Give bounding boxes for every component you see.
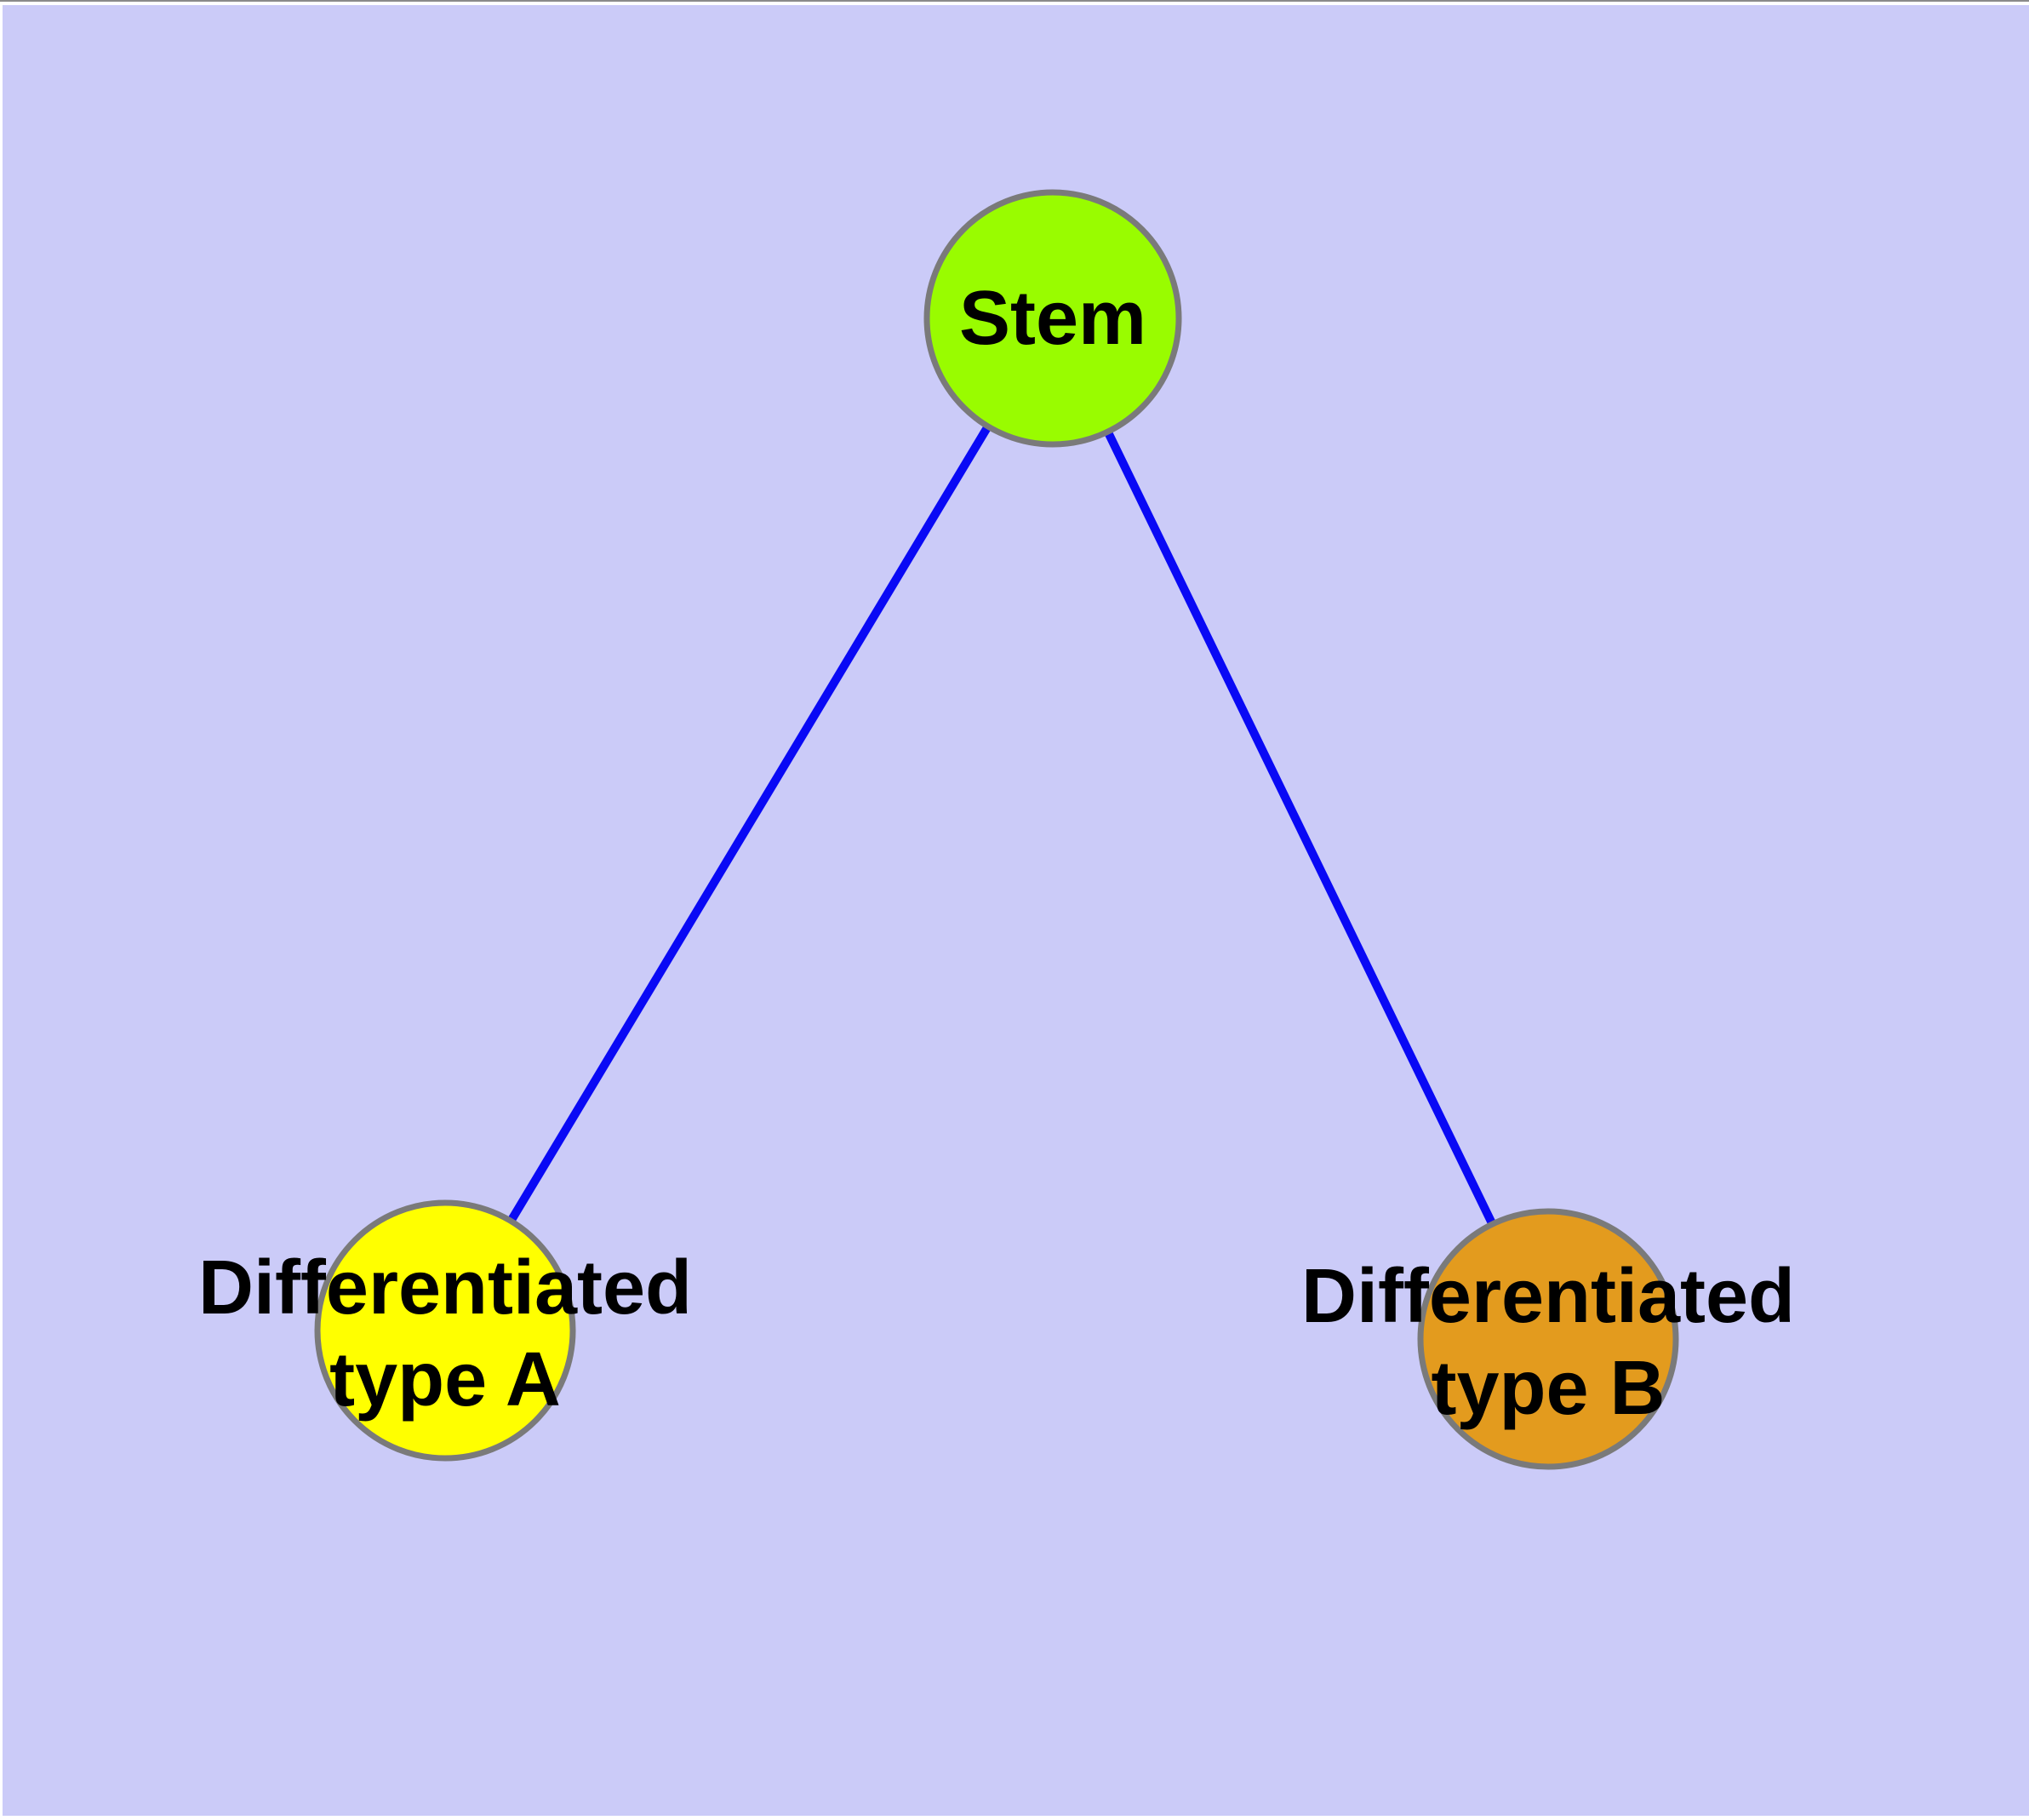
node-type-b-label-line2: type B xyxy=(1431,1346,1665,1431)
edge-stem-to-type-a xyxy=(441,316,1057,1333)
node-type-a-label-line1: Differentiated xyxy=(198,1245,692,1331)
node-type-b-label-line1: Differentiated xyxy=(1301,1254,1795,1339)
node-differentiated-type-b xyxy=(1417,1208,1679,1470)
node-stem-label: Stem xyxy=(959,276,1146,361)
node-differentiated-type-a xyxy=(314,1199,576,1462)
node-stem xyxy=(923,189,1182,448)
node-type-a-label-line2: type A xyxy=(329,1337,561,1422)
edge-stem-to-type-b xyxy=(1049,316,1552,1342)
